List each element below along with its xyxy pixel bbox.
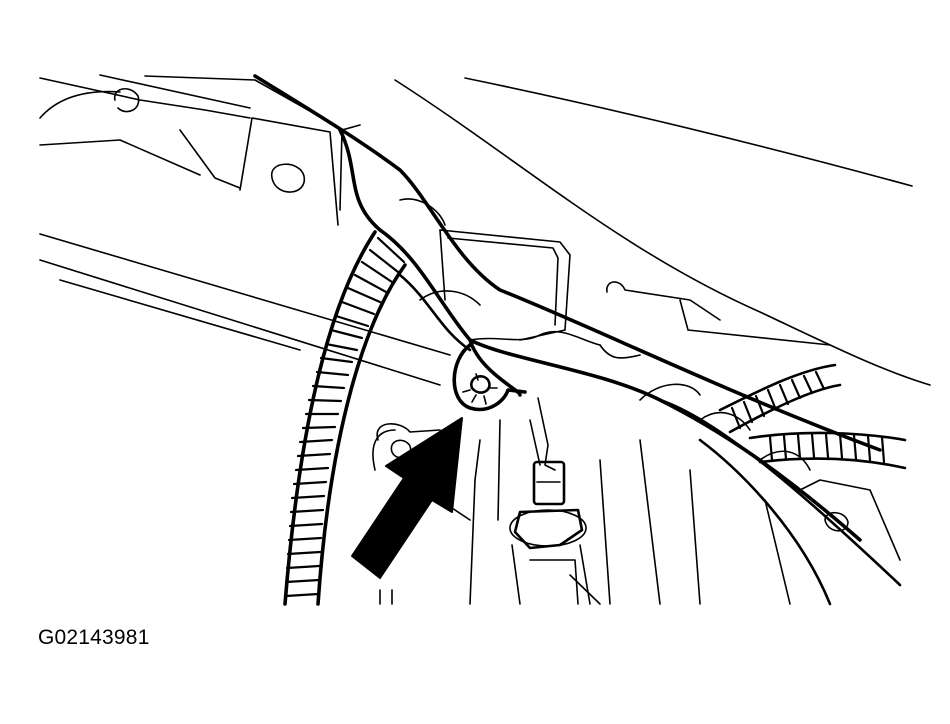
conduit-ribs — [284, 236, 406, 598]
body-panels — [39, 74, 931, 386]
conduit-right — [718, 363, 907, 470]
conduit-left — [283, 230, 407, 606]
arrow-icon — [351, 417, 463, 579]
ground-tab — [452, 343, 527, 412]
figure-code: G02143981 — [38, 626, 150, 649]
sensor-bolt — [509, 397, 591, 605]
wiring-harness-main — [253, 74, 902, 606]
